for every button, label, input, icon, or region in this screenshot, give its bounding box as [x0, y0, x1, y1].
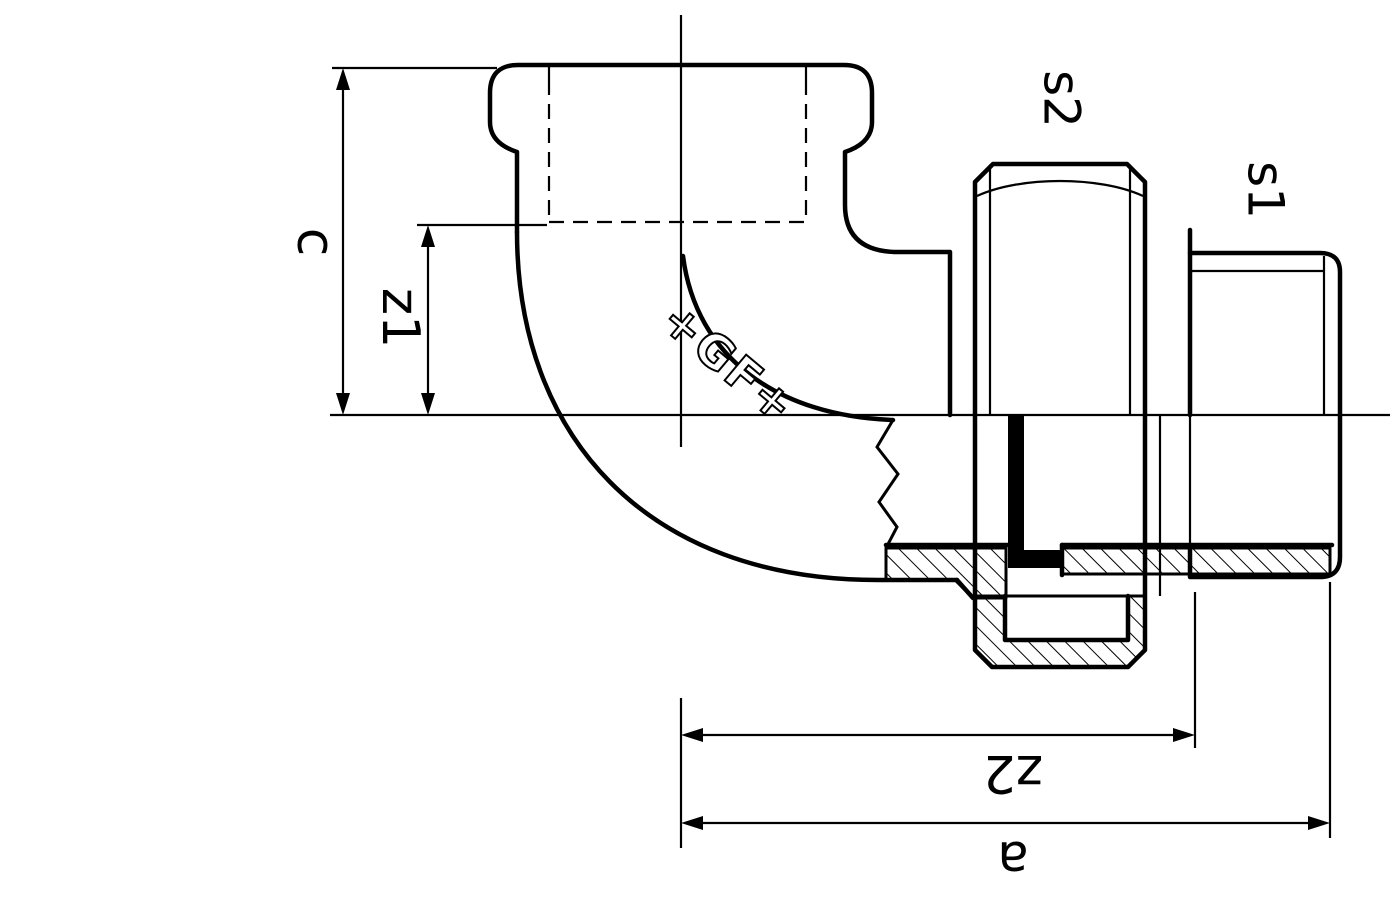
- dimension-label-z2: z2: [983, 743, 1043, 803]
- dimension-arrowhead: [681, 816, 703, 830]
- dimension-label-z1: z1: [370, 288, 430, 348]
- sectioned-bottom-half: [883, 412, 1343, 670]
- male-outline: [1187, 250, 1343, 418]
- internal-thread-hidden-lines: [547, 80, 808, 224]
- nut-chamfer-curve: [976, 179, 1144, 197]
- dimension-c: c: [285, 66, 497, 415]
- dimension-label-c: c: [285, 228, 345, 257]
- socket-counterbore-edge: [547, 65, 808, 80]
- dimension-label-a: a: [997, 829, 1029, 889]
- socket-outer-profile: [487, 62, 953, 418]
- seal-gasket-section: [1008, 415, 1062, 568]
- nut-flat-edges: [988, 168, 1132, 415]
- size-labels: s2 s1: [1033, 70, 1295, 219]
- nut-inner-step: [1002, 593, 1131, 643]
- logo-text: +GF+: [651, 292, 807, 435]
- size-label-s2: s2: [1033, 70, 1091, 128]
- dimension-z1: z1: [370, 223, 547, 415]
- foundry-logo: +GF+: [650, 291, 808, 436]
- dimension-arrowhead: [681, 728, 703, 742]
- centerlines: [330, 15, 1390, 848]
- elbow-inner-curve: [680, 253, 896, 423]
- union-nut-top: [972, 161, 1148, 418]
- dimension-arrowhead: [421, 225, 435, 247]
- dimension-arrowhead: [336, 393, 350, 415]
- nut-outline: [972, 161, 1148, 418]
- dimension-arrowhead: [1308, 816, 1330, 830]
- female-socket-outline: [487, 62, 953, 418]
- size-label-s1: s1: [1237, 161, 1295, 219]
- elbow-body: [514, 229, 960, 583]
- hub-wall-hatching: [884, 546, 1008, 600]
- male-wall-hatching: [1060, 546, 1332, 576]
- dimension-arrowhead: [421, 393, 435, 415]
- break-line-zigzag: [875, 419, 900, 549]
- male-bottom-outline: [1187, 412, 1343, 580]
- elbow-outer-curve: [514, 229, 960, 583]
- dimension-a: a: [681, 582, 1332, 889]
- male-thread-end-top: [1187, 227, 1343, 418]
- nut-section-hatching: [973, 594, 1147, 669]
- dimension-arrowhead: [1173, 728, 1195, 742]
- dimension-z2: z2: [681, 592, 1197, 803]
- dimension-arrowhead: [336, 68, 350, 90]
